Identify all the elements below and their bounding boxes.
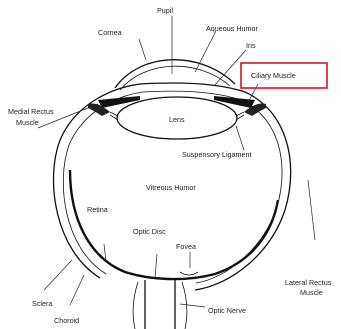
optic-nerve-sheath [133, 282, 187, 329]
label-medial-rectus: Medial Rectus [8, 107, 54, 116]
label-choroid: Choroid [54, 316, 79, 325]
label-ciliary-muscle: Ciliary Muscle [251, 71, 296, 80]
label-optic-disc: Optic Disc [133, 227, 166, 236]
label-fovea: Fovea [176, 242, 196, 251]
label-suspensory-ligament: Suspensory Ligament [182, 150, 252, 159]
label-cornea: Cornea [98, 28, 122, 37]
label-vitreous-humor: Vitreous Humor [146, 183, 196, 192]
fovea-dip [180, 272, 198, 275]
label-pupil: Pupil [157, 6, 173, 15]
label-optic-nerve: Optic Nerve [208, 306, 246, 315]
label-lens: Lens [169, 115, 185, 124]
cornea-inner [120, 66, 230, 90]
label-aqueous-humor: Aqueous Humor [206, 24, 259, 33]
cornea-shape [115, 60, 235, 88]
label-retina: Retina [87, 205, 108, 214]
optic-nerve-shape [145, 280, 175, 329]
label-iris: Iris [246, 41, 256, 50]
label-medial-rectus-muscle: Muscle [16, 118, 39, 127]
label-lateral-rectus: Lateral Rectus [285, 278, 332, 287]
iris-left [98, 96, 140, 108]
label-lateral-rectus-muscle: Muscle [300, 288, 323, 297]
label-sclera: Sclera [32, 299, 52, 308]
